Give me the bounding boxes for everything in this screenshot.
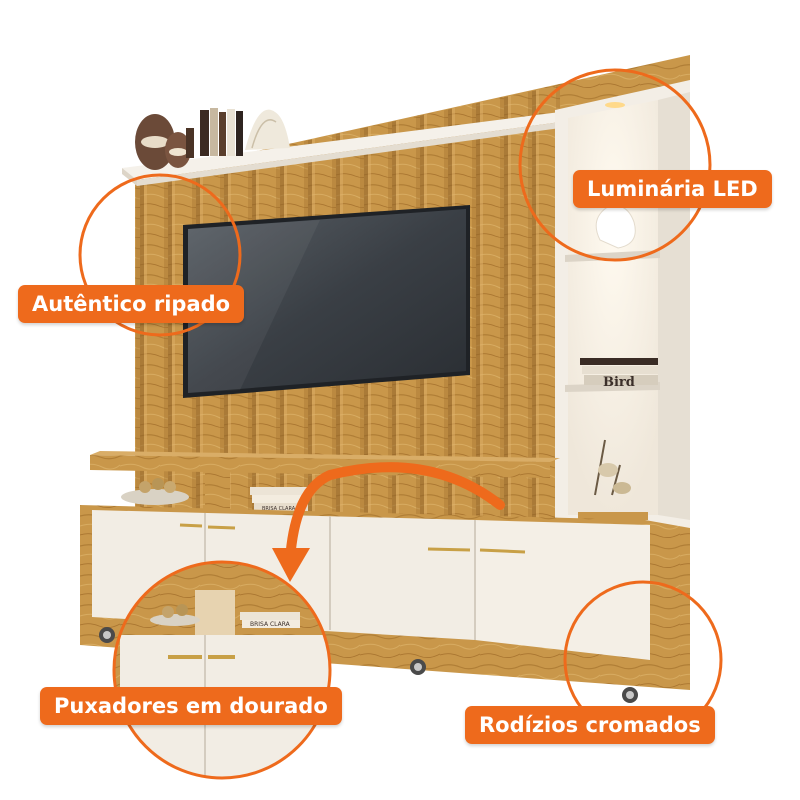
led-shelf-tower: Bird — [555, 80, 690, 530]
vase-decor — [135, 114, 194, 170]
gold-handle — [427, 547, 471, 552]
callout-handles-label: Puxadores em dourado — [40, 687, 342, 725]
curved-arrow-icon — [272, 462, 505, 582]
gold-handle — [207, 525, 236, 530]
books-decor — [200, 108, 290, 156]
callout-casters-label: Rodízios cromados — [465, 706, 715, 744]
gold-handle — [479, 548, 526, 554]
zoom-book-text: BRISA CLARA — [250, 621, 291, 628]
led-spotlight-icon — [605, 102, 625, 108]
callout-circle-led — [518, 68, 712, 262]
book-title-text: Bird — [603, 375, 635, 390]
book-spine-text: BRISA CLARA — [262, 506, 296, 512]
gold-handle — [179, 523, 203, 528]
callout-led-label: Luminária LED — [573, 170, 772, 208]
callout-slatted-label: Autêntico ripado — [18, 285, 245, 323]
callout-circle-slatted — [78, 173, 242, 337]
top-shelf — [122, 112, 575, 186]
television — [183, 205, 470, 398]
